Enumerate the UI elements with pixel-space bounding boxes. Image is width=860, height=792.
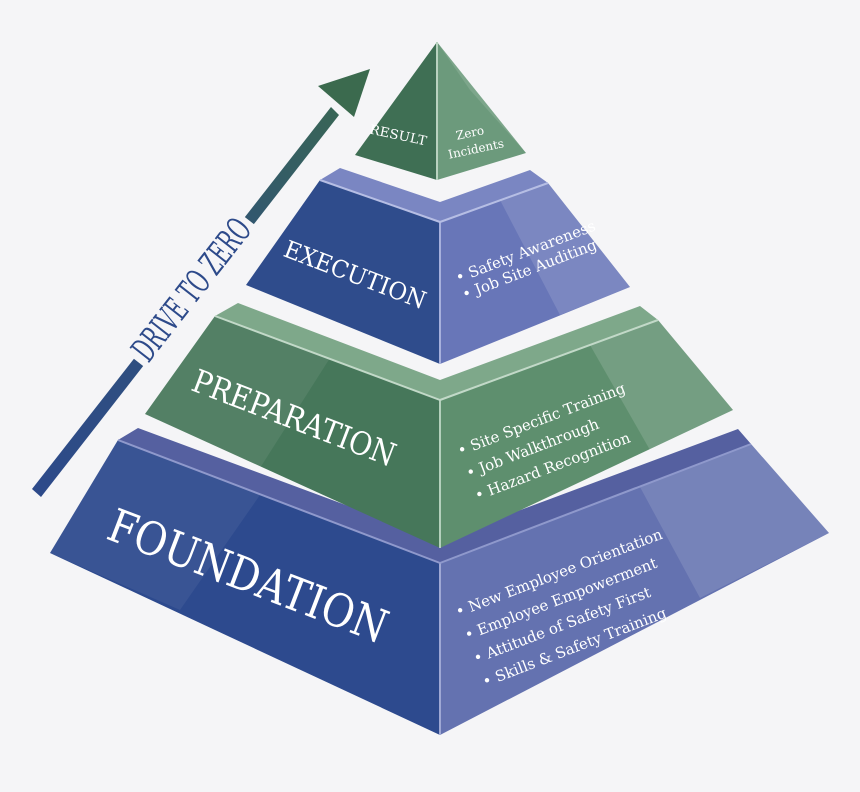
tier-execution [246, 168, 630, 364]
foundation-sheen-left [50, 440, 260, 610]
execution-top-edge-right [439, 182, 549, 223]
preparation-left-face [145, 316, 440, 548]
result-left-face [355, 42, 437, 180]
tier-preparation [145, 303, 733, 548]
arrow-label-backdrop [123, 208, 261, 372]
arrow-head [318, 69, 370, 117]
result-text-line1: Zero [455, 123, 486, 143]
result-sheen [437, 42, 526, 153]
tier-foundation [50, 428, 829, 735]
preparation-top-edge-right [439, 319, 659, 401]
foundation-right-face [440, 444, 829, 735]
execution-top-band [320, 168, 548, 222]
preparation-top-edge [214, 315, 441, 401]
foundation-top-edge-right [439, 443, 752, 564]
execution-top-edge [319, 179, 441, 223]
execution-left-face [246, 180, 440, 364]
foundation-top-edge [117, 439, 441, 564]
foundation-sheen [640, 444, 829, 598]
tier-result [355, 42, 526, 180]
execution-right-face [440, 183, 630, 364]
preparation-right-face [440, 320, 733, 548]
preparation-sheen-left [145, 316, 330, 468]
foundation-left-face [50, 440, 440, 735]
execution-sheen [500, 183, 630, 315]
result-right-face [437, 42, 526, 180]
preparation-sheen [590, 320, 733, 450]
